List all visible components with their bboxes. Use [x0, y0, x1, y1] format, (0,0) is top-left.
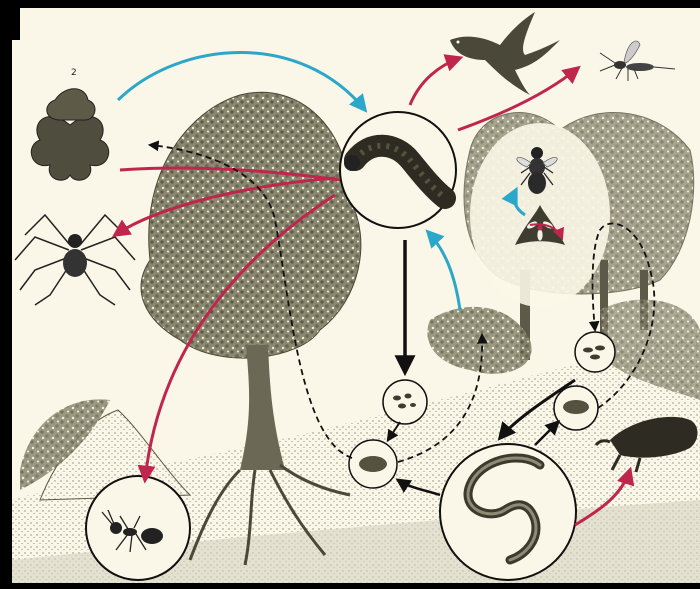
ant-node [86, 476, 190, 580]
humus-node [349, 440, 397, 488]
figure-number: 2 [71, 68, 77, 78]
droppings-node [383, 380, 427, 424]
soil-crumbs-icon [563, 400, 589, 414]
humus-icon [359, 456, 387, 472]
caterpillar-node [340, 112, 456, 228]
leaf-litter-node [575, 332, 615, 372]
soil-crumbs-node [554, 386, 598, 430]
earthworm-node [440, 444, 576, 580]
